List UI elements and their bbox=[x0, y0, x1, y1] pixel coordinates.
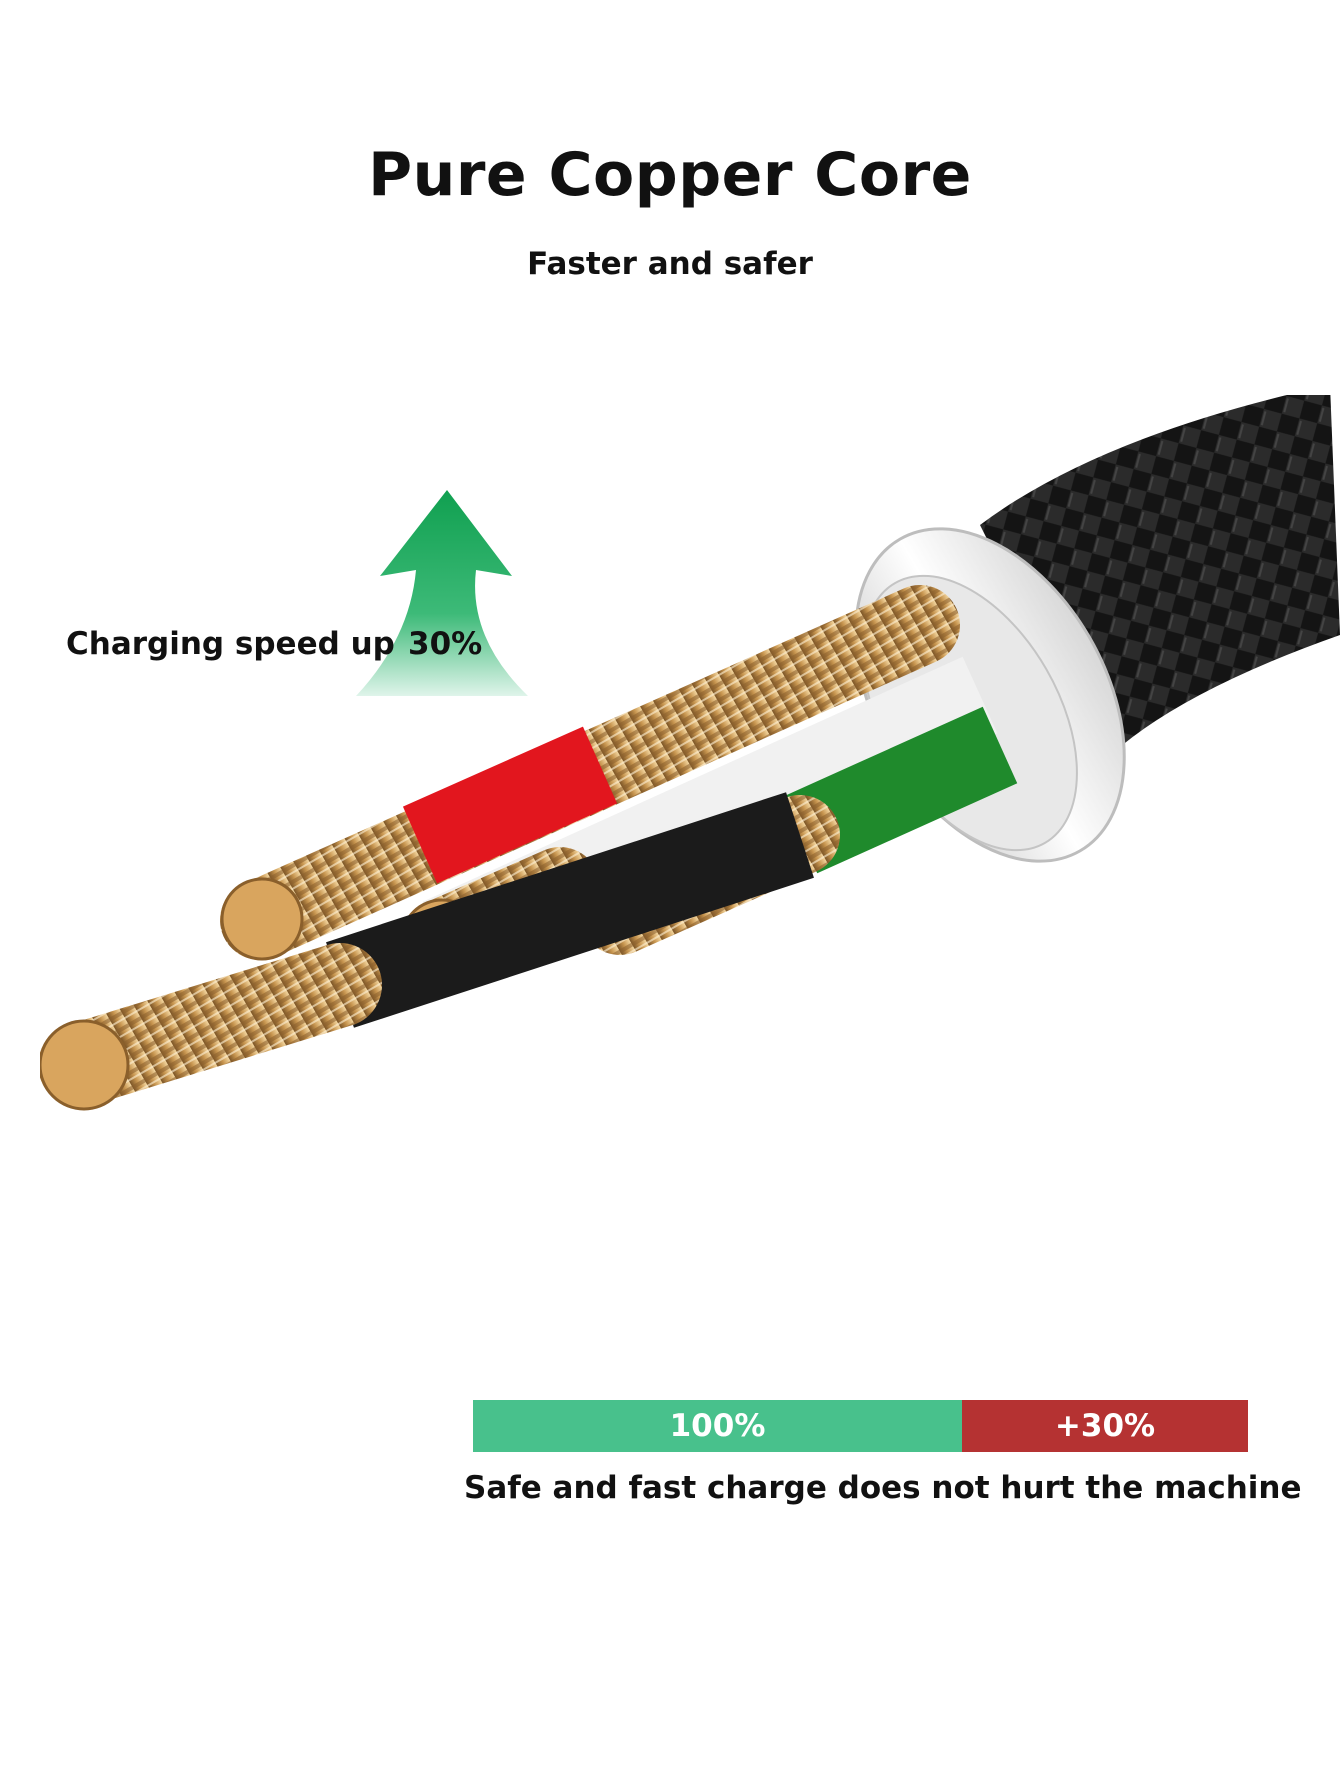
speed-bar: 100% +30% bbox=[473, 1400, 1248, 1452]
red-wire bbox=[220, 585, 960, 961]
black-wire bbox=[40, 792, 814, 1111]
page-title: Pure Copper Core bbox=[368, 140, 972, 210]
bar-boost-segment: +30% bbox=[962, 1400, 1248, 1452]
caption-text: Safe and fast charge does not hurt the m… bbox=[464, 1470, 1302, 1506]
bar-base-segment: 100% bbox=[473, 1400, 962, 1452]
speed-percent: 30% bbox=[408, 626, 483, 662]
page-subtitle: Faster and safer bbox=[527, 246, 813, 282]
cable-illustration bbox=[40, 395, 1340, 1111]
speed-label: Charging speed up bbox=[66, 626, 395, 662]
up-arrow-icon bbox=[356, 490, 528, 696]
